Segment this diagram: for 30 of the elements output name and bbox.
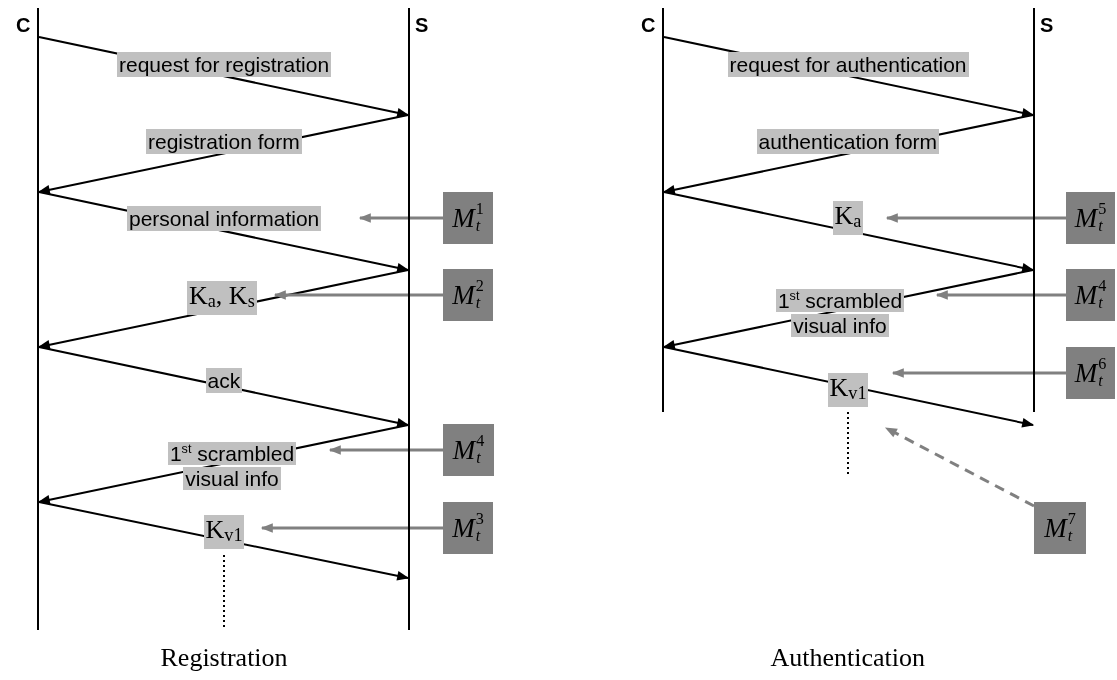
arrow (663, 346, 1035, 428)
participant-label: S (1040, 14, 1054, 37)
arrow (38, 501, 410, 581)
participant-label: S (415, 14, 429, 37)
message-label: ack (205, 367, 243, 393)
arrow (328, 445, 443, 455)
arrow (884, 426, 1035, 508)
message-label: 1$^{st}$ scrambled visual info (166, 441, 298, 491)
panel-caption: Registration (160, 643, 288, 673)
arrow (260, 523, 443, 533)
message-label: registration form (146, 128, 302, 154)
arrow (935, 290, 1066, 300)
panel-caption: Authentication (770, 643, 925, 673)
participant-label: C (16, 14, 31, 37)
message-label: personal information (127, 205, 322, 231)
arrow (358, 213, 443, 223)
arrow (38, 346, 410, 428)
message-label: authentication form (756, 128, 940, 154)
message-label: 1$^{st}$ scrambled visual info (774, 288, 906, 338)
arrow (273, 290, 443, 300)
message-label: request for registration (117, 51, 332, 77)
arrow (663, 191, 1035, 273)
message-label: K$_{a}$, K$_{s}$ (187, 280, 257, 316)
message-label: K$_{v1}$ (203, 514, 245, 550)
message-label: request for authentication (727, 51, 969, 77)
participant-label: C (641, 14, 656, 37)
message-label: K$_{v1}$ (827, 372, 869, 408)
arrow (885, 213, 1066, 223)
arrow (891, 368, 1066, 378)
message-label: K$_{a}$ (832, 200, 864, 236)
